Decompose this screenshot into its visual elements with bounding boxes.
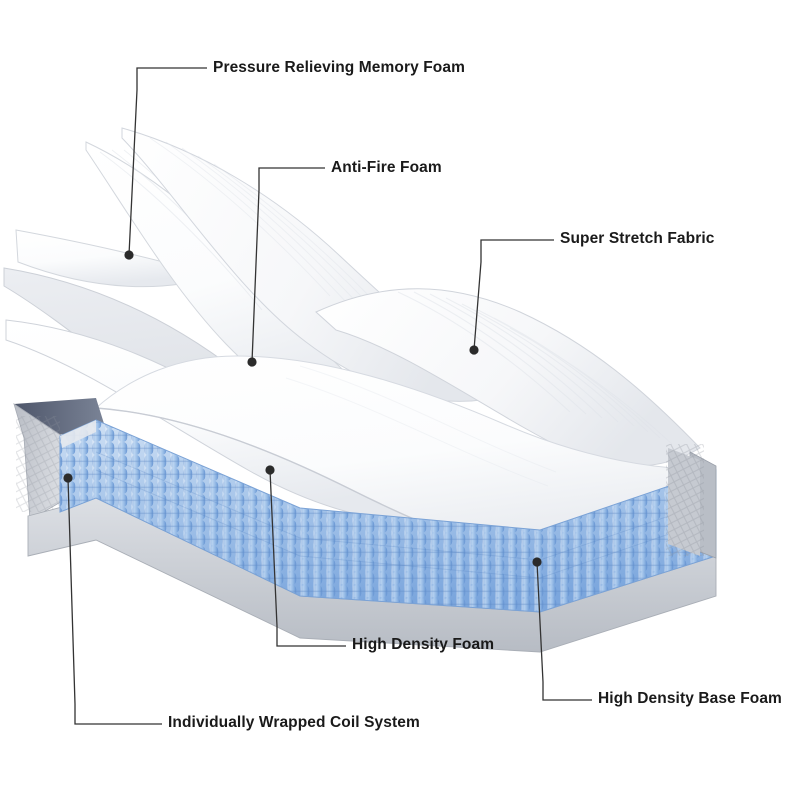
leader-high-density-base-foam [536,561,592,701]
dot-high-density-base-foam [532,557,542,567]
dot-high-density-foam [265,465,275,475]
leader-super-stretch-fabric [473,239,554,351]
label-super-stretch-fabric: Super Stretch Fabric [560,230,715,247]
callout-dots [63,250,542,567]
label-memory-foam: Pressure Relieving Memory Foam [213,59,465,76]
leader-anti-fire-foam [251,167,325,363]
leader-memory-foam [128,67,207,256]
leader-coil-system [67,477,162,725]
dot-coil-system [63,473,73,483]
dot-super-stretch-fabric [469,345,479,355]
mattress-core-block [13,398,717,653]
dot-anti-fire-foam [247,357,257,367]
dot-memory-foam [124,250,134,260]
label-high-density-foam: High Density Foam [352,636,495,653]
label-anti-fire-foam: Anti-Fire Foam [331,159,442,176]
leader-high-density-foam [269,469,346,647]
callout-leaders [67,67,592,725]
foam-sheet-stretch-fabric [315,288,701,467]
label-coil-system: Individually Wrapped Coil System [168,714,420,731]
label-high-density-base-foam: High Density Base Foam [598,690,782,707]
